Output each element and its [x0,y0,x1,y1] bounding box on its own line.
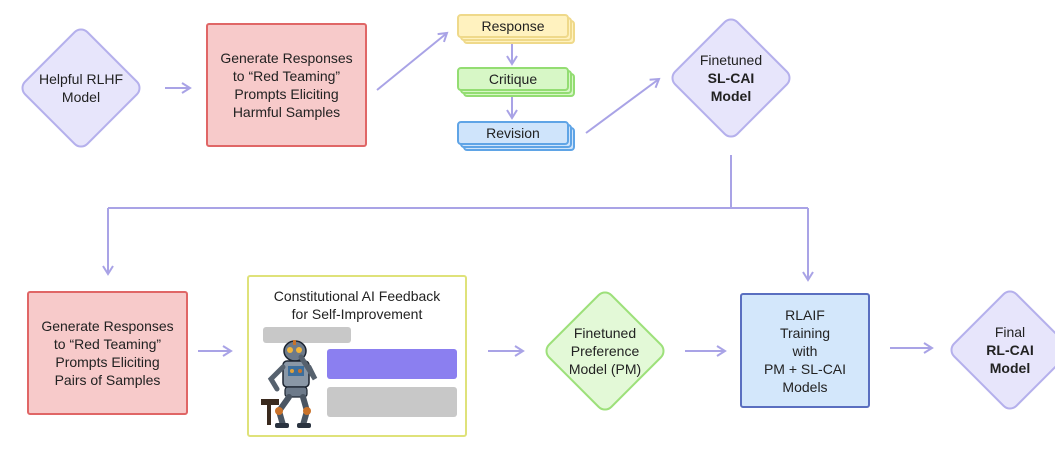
redteam2-line3: Prompts Eliciting [55,354,160,370]
finetuned-preference-model-node: Finetuned Preference Model (PM) [540,286,670,416]
slcai-line2: SL-CAI [707,70,755,86]
redteam1-line3: Prompts Eliciting [234,86,339,102]
robot-thinker-icon [261,340,318,428]
final-rl-cai-model-node: Final RL-CAI Model [945,286,1055,414]
rlaif-line3: with [792,342,818,359]
constitutional-ai-feedback-node: Constitutional AI Feedback for Self-Impr… [247,275,467,437]
feedback-title-line2: for Self-Improvement [291,306,423,322]
redteam1-line4: Harmful Samples [232,104,341,120]
critique-node: Critique [457,67,575,97]
helpful-rlhf-line1: Helpful RLHF [38,71,124,87]
response-node: Response [457,14,575,44]
feedback-title-line1: Constitutional AI Feedback [273,288,441,304]
redteam2-line2: to “Red Teaming” [53,336,162,352]
rlaif-line4: PM + SL-CAI [763,360,847,377]
rlaif-training-node: RLAIF Training with PM + SL-CAI Models [740,293,870,408]
helpful-rlhf-model-node: Helpful RLHF Model [17,24,145,152]
revision-label: Revision [486,125,540,141]
final-line1: Final [994,324,1026,340]
final-line3: Model [989,360,1031,376]
redteam2-line1: Generate Responses [41,318,174,334]
slcai-line1: Finetuned [699,52,763,68]
chat-bubble-gray-top [263,327,351,343]
helpful-rlhf-line2: Model [61,89,101,105]
rlaif-line2: Training [779,324,831,341]
chat-bubble-gray-bottom [327,387,457,417]
response-label: Response [481,18,545,34]
slcai-line3: Model [710,88,752,104]
arrow-revision-to-slcai [585,77,661,134]
chat-bubble-purple [327,349,457,379]
pm-line1: Finetuned [573,325,637,341]
final-line2: RL-CAI [986,342,1034,358]
arrow-redteam1-to-response [376,31,449,91]
revision-node: Revision [457,121,575,151]
pm-line3: Model (PM) [568,361,642,377]
redteam1-line1: Generate Responses [220,50,353,66]
redteam2-line4: Pairs of Samples [54,372,161,388]
critique-label: Critique [488,71,538,87]
finetuned-sl-cai-model-node: Finetuned SL-CAI Model [667,14,795,142]
pm-line2: Preference [570,343,640,359]
generate-harmful-samples-node: Generate Responses to “Red Teaming” Prom… [206,23,367,147]
generate-pairs-of-samples-node: Generate Responses to “Red Teaming” Prom… [27,291,188,415]
redteam1-line2: to “Red Teaming” [232,68,341,84]
rlaif-line5: Models [782,378,828,395]
rlaif-line1: RLAIF [785,306,825,323]
